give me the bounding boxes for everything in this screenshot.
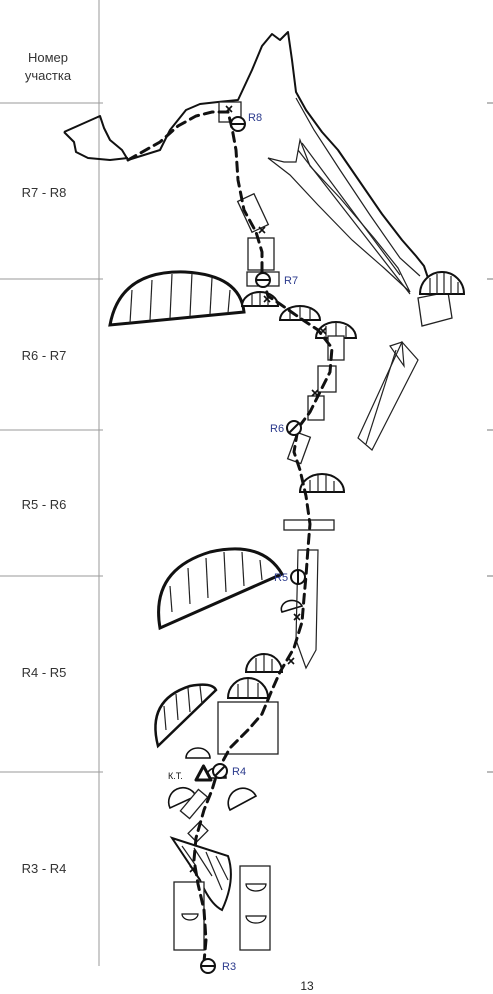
section-table: Номер участка R7 - R8 R6 - R7 R5 - R6 R4… [0, 0, 103, 966]
station-r6[interactable]: R6 [270, 420, 302, 436]
overhang-small-r5-r6 [298, 473, 346, 493]
route-line [126, 110, 334, 964]
station-label-r6: R6 [270, 423, 284, 435]
station-label-r5: R5 [274, 572, 288, 584]
anchor-crosses [189, 105, 327, 873]
overhang-left-lower [154, 683, 218, 749]
station-r3[interactable]: R3 [200, 958, 236, 974]
station-label-r8: R8 [248, 112, 262, 124]
diagonal-slab-upper [267, 137, 411, 295]
right-edge-ticks [487, 102, 493, 773]
column-title-line2: участка [25, 68, 72, 83]
right-block [417, 271, 466, 327]
block-inner-domes [181, 883, 267, 924]
station-r8[interactable]: R8 [230, 112, 262, 132]
station-label-r4: R4 [232, 766, 246, 778]
control-point-marker[interactable]: К.Т. [168, 764, 213, 782]
overhang-large-upper [108, 270, 246, 327]
section-label-r3-r4: R3 - R4 [22, 861, 67, 876]
station-label-r3: R3 [222, 961, 236, 973]
station-r4[interactable]: R4 [212, 763, 246, 779]
station-r7[interactable]: R7 [255, 272, 298, 288]
overhang-group-r4 [167, 747, 258, 812]
section-label-r6-r7: R6 - R7 [22, 348, 67, 363]
route-blocks [173, 101, 345, 951]
page-number: 13 [300, 979, 314, 993]
section-label-r4-r5: R4 - R5 [22, 665, 67, 680]
station-label-r7: R7 [284, 275, 298, 287]
control-point-label: К.Т. [168, 771, 183, 781]
diagonal-slab-lower [357, 340, 419, 451]
overhang-group-r4-r5 [226, 599, 304, 699]
column-title-line1: Номер [28, 50, 68, 65]
section-label-r5-r6: R5 - R6 [22, 497, 67, 512]
overhang-large-middle [157, 547, 285, 631]
station-r5[interactable]: R5 [274, 569, 306, 585]
section-label-r7-r8: R7 - R8 [22, 185, 67, 200]
ridge-outline [63, 31, 429, 279]
overhang-small-group-r7 [240, 291, 358, 339]
